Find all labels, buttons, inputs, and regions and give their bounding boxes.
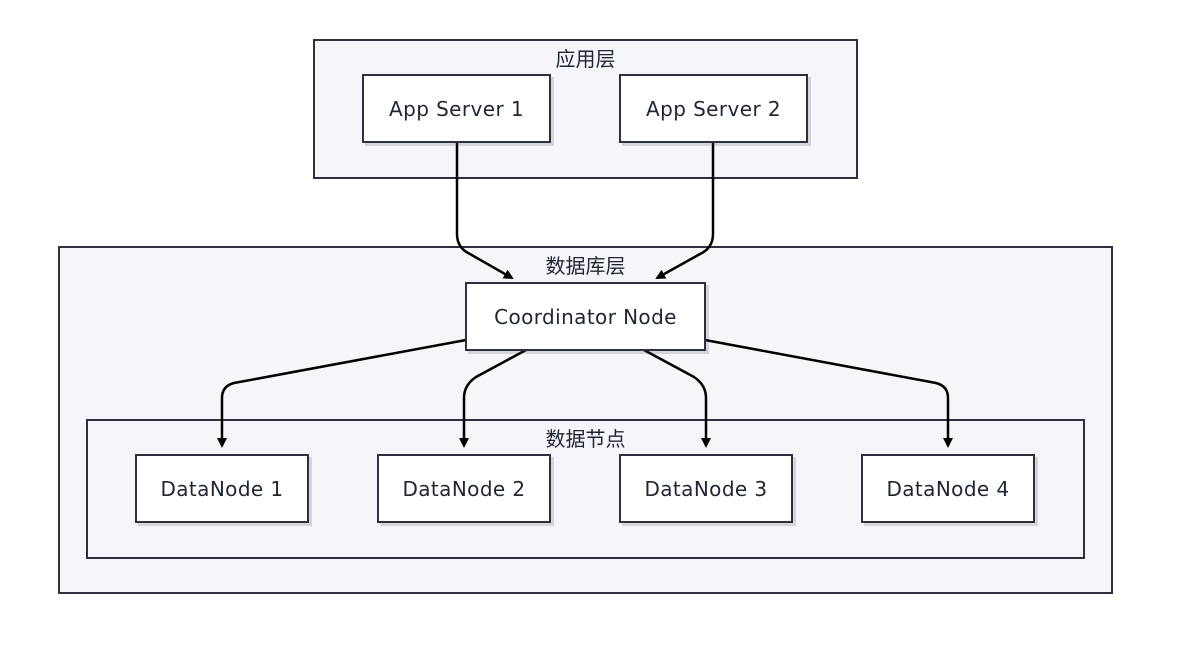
node-datanode-4-label: DataNode 4	[886, 476, 1010, 501]
group-application-layer-label: 应用层	[555, 47, 616, 71]
node-app-server-2[interactable]: App Server 2	[619, 74, 808, 143]
node-app-server-1[interactable]: App Server 1	[362, 74, 551, 143]
node-datanode-3-label: DataNode 3	[644, 476, 768, 501]
node-app-server-2-label: App Server 2	[646, 96, 781, 121]
node-datanode-1-label: DataNode 1	[160, 476, 284, 501]
group-database-layer-label: 数据库层	[545, 254, 626, 278]
node-datanode-3[interactable]: DataNode 3	[619, 454, 793, 523]
node-datanode-1[interactable]: DataNode 1	[135, 454, 309, 523]
node-app-server-1-label: App Server 1	[389, 96, 524, 121]
node-datanode-2-label: DataNode 2	[402, 476, 526, 501]
node-coordinator-label: Coordinator Node	[494, 304, 677, 329]
group-data-nodes-label: 数据节点	[545, 427, 626, 451]
node-coordinator[interactable]: Coordinator Node	[465, 282, 706, 351]
node-datanode-4[interactable]: DataNode 4	[861, 454, 1035, 523]
node-datanode-2[interactable]: DataNode 2	[377, 454, 551, 523]
